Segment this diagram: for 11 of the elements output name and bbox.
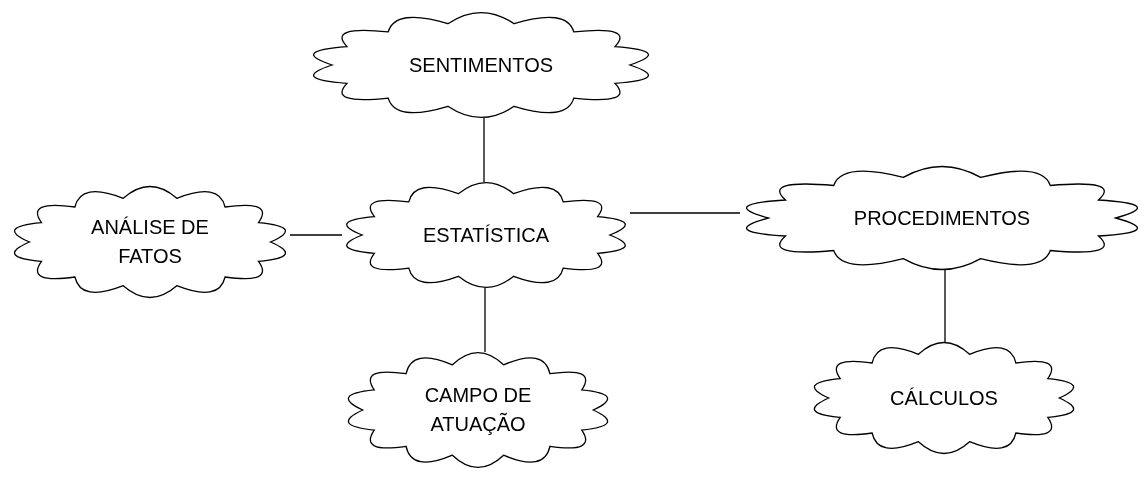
- node-label: ESTATÍSTICA: [423, 222, 549, 248]
- connector-line: [484, 287, 486, 353]
- node-label: PROCEDIMENTOS: [853, 205, 1031, 231]
- node-label: SENTIMENTOS: [408, 52, 554, 78]
- connector-line: [944, 269, 946, 343]
- connector-line: [629, 212, 741, 214]
- node-label: ANÁLISE DE FATOS: [90, 215, 210, 269]
- connector-line: [289, 234, 343, 236]
- connector-line: [483, 117, 485, 183]
- node-label: CÁLCULOS: [890, 385, 998, 411]
- node-label: CAMPO DE ATUAÇÃO: [423, 383, 533, 437]
